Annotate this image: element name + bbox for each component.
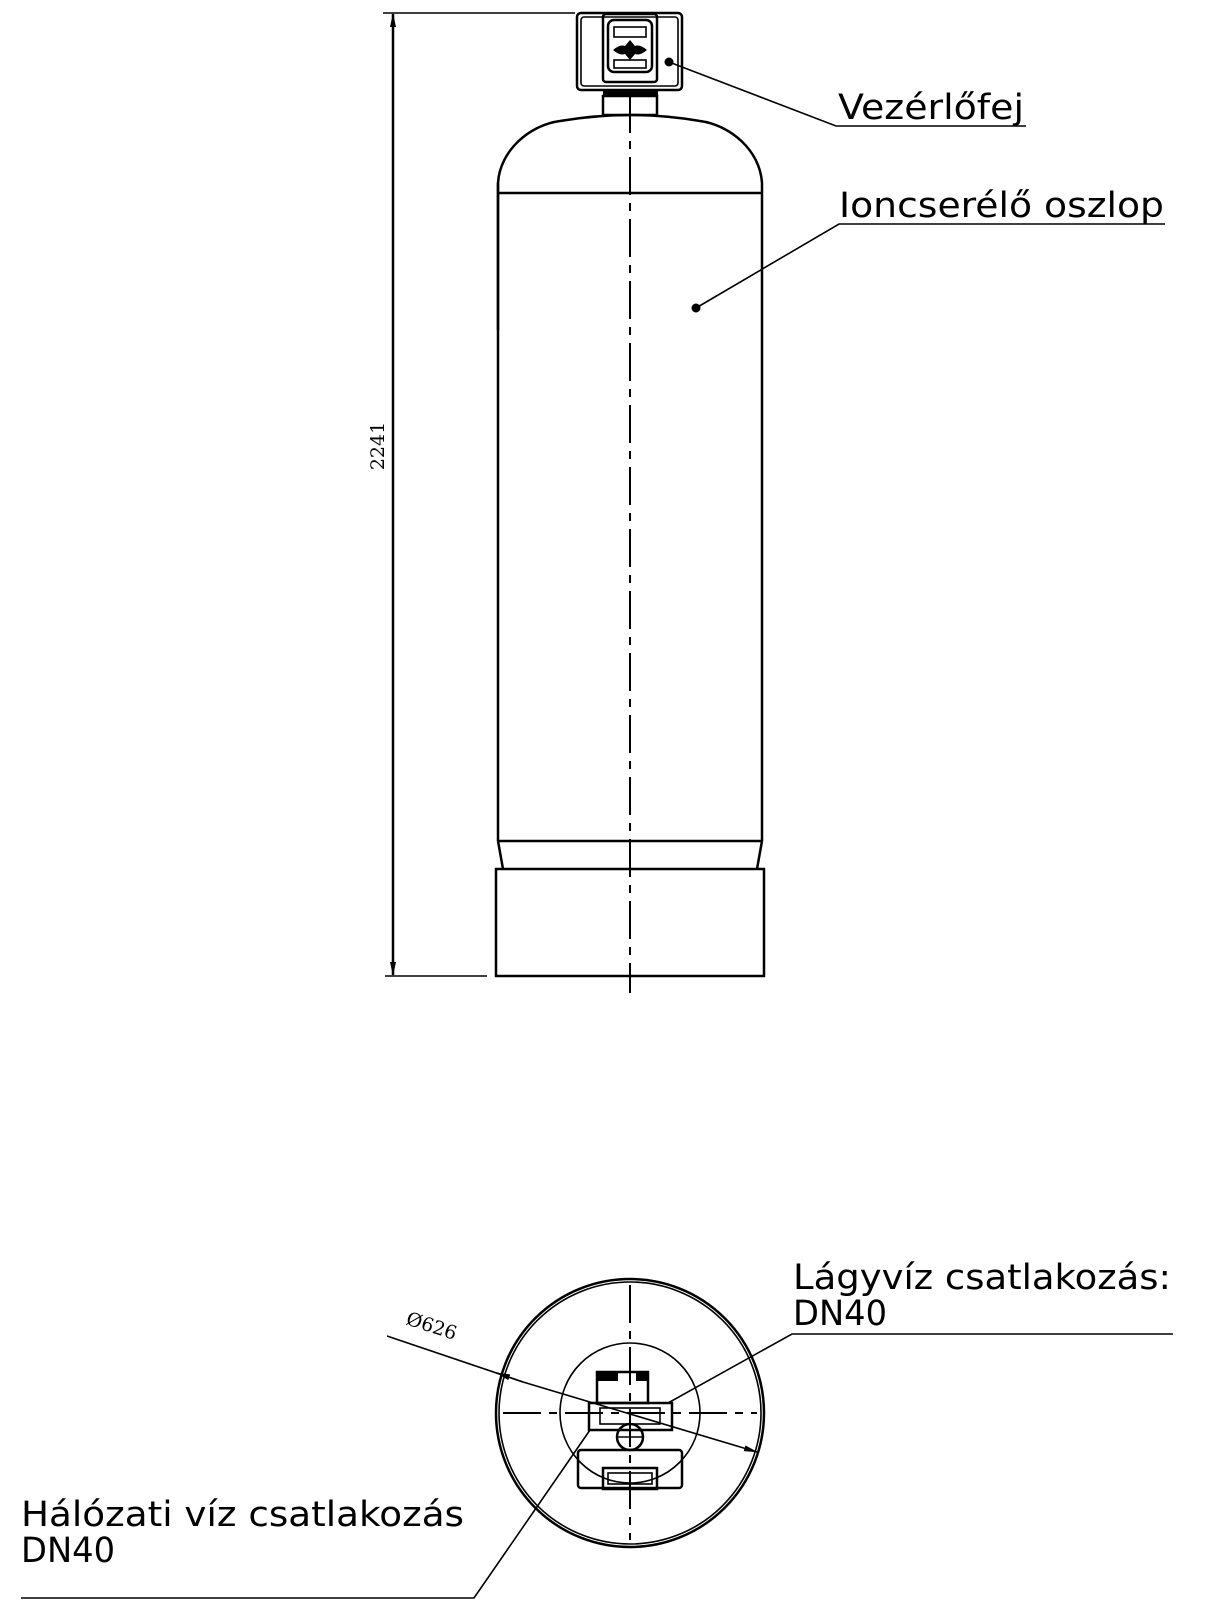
top-view: Ø626 Lágyvíz csatlakozás: DN40 Hálózati … bbox=[21, 1258, 1173, 1599]
soft-water-size: DN40 bbox=[793, 1294, 887, 1334]
ion-exchange-column-label: Ioncserélő oszlop bbox=[839, 186, 1164, 226]
label-soft-water: Lágyvíz csatlakozás: DN40 bbox=[667, 1258, 1173, 1404]
diameter-dimension-value: Ø626 bbox=[403, 1308, 459, 1345]
mains-water-label: Hálózati víz csatlakozás bbox=[21, 1495, 464, 1535]
soft-water-label: Lágyvíz csatlakozás: bbox=[793, 1258, 1171, 1298]
control-head-label: Vezérlőfej bbox=[838, 88, 1024, 128]
label-control-head: Vezérlőfej bbox=[668, 61, 1026, 128]
mains-water-size: DN40 bbox=[21, 1531, 115, 1571]
label-ion-exchange-column: Ioncserélő oszlop bbox=[691, 186, 1165, 313]
valve-top-view bbox=[576, 1370, 684, 1491]
side-view: 2241 Vezérlőfej Ioncserélő oszlop bbox=[367, 11, 1165, 993]
height-dimension-value: 2241 bbox=[367, 422, 389, 470]
height-dimension: 2241 bbox=[367, 12, 575, 977]
label-mains-water: Hálózati víz csatlakozás DN40 bbox=[21, 1429, 591, 1599]
diameter-dimension: Ø626 bbox=[386, 1308, 758, 1453]
